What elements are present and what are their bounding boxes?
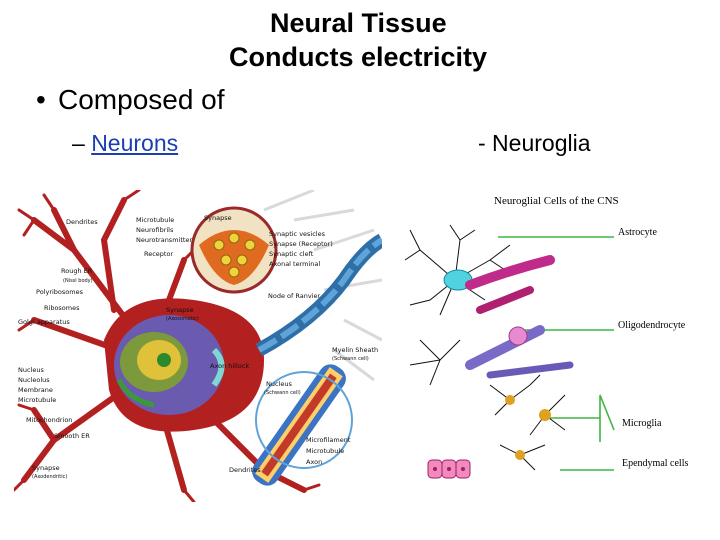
- glia-label-microglia: Microglia: [622, 418, 662, 429]
- label-dendrites: Dendrites: [66, 218, 98, 226]
- label-axon-hillock: Axon hillock: [210, 362, 249, 370]
- title-line-1: Neural Tissue: [270, 8, 447, 38]
- label-node-ranvier: Node of Ranvier: [268, 292, 320, 300]
- label-membrane: Membrane: [18, 386, 53, 394]
- label-neurotransmitter: Neurotransmitter: [136, 236, 192, 244]
- sub-item-dash: –: [72, 130, 85, 156]
- label-synapse-receptor: Synapse (Receptor): [269, 240, 333, 248]
- neuroglia-diagram: Neuroglial Cells of the CNS Astrocyte Ol…: [400, 190, 710, 500]
- label-schwann-small: (Schwann cell): [264, 390, 301, 396]
- label-axonal-terminal: Axonal terminal: [269, 260, 320, 268]
- label-synapse: Synapse: [204, 214, 232, 222]
- label-receptor: Receptor: [144, 250, 173, 258]
- label-synaptic-cleft: Synaptic cleft: [269, 250, 314, 258]
- label-axodendritic: (Axodendritic): [32, 474, 67, 480]
- neurons-link[interactable]: Neurons: [91, 130, 179, 156]
- label-synapse-axosomatic: Synapse: [166, 306, 194, 314]
- label-polyribosomes: Polyribosomes: [36, 288, 84, 296]
- label-microfilament: Microfilament: [306, 436, 351, 444]
- title-line-2: Conducts electricity: [229, 42, 488, 72]
- glia-label-oligodendrocyte: Oligodendrocyte: [618, 320, 686, 331]
- label-rough-er: Rough ER: [61, 267, 93, 275]
- label-synapse-axodendritic: Synapse: [32, 464, 60, 472]
- sub-item-neurons: – Neurons: [72, 130, 178, 157]
- label-dendrites-2: Dendrites: [229, 466, 261, 474]
- label-schwann-cell: (Schwann cell): [332, 356, 369, 362]
- glia-label-ependymal: Ependymal cells: [622, 458, 688, 469]
- label-smooth-er: Smooth ER: [54, 432, 90, 440]
- label-axon: Axon: [306, 458, 322, 466]
- glia-label-astrocyte: Astrocyte: [618, 227, 657, 238]
- label-mitochondrion: Mitochondrion: [26, 416, 72, 424]
- glia-heading: Neuroglial Cells of the CNS: [494, 195, 619, 207]
- bullet-text: Composed of: [58, 84, 225, 115]
- label-nissl-body: (Nissl body): [63, 278, 93, 284]
- label-axosomatic: (Axosomatic): [166, 316, 199, 322]
- bullet-composed-of: • Composed of: [36, 84, 225, 116]
- label-microtubule-2: Microtubule: [18, 396, 56, 404]
- label-microtubule: Microtubule: [136, 216, 174, 224]
- label-golgi: Golgi apparatus: [18, 318, 70, 326]
- label-myelin-sheath: Myelin Sheath: [332, 346, 378, 354]
- neuron-diagram: Dendrites Microtubule Neurofibrils Neuro…: [14, 190, 382, 502]
- sub-item-neuroglia: - Neuroglia: [478, 130, 591, 156]
- label-ribosomes: Ribosomes: [44, 304, 80, 312]
- label-nucleus-schwann: Nucleus: [266, 380, 292, 388]
- label-neurofibrils: Neurofibrils: [136, 226, 174, 234]
- label-synaptic-vesicles: Synaptic vesicles: [269, 230, 326, 238]
- label-nucleus: Nucleus: [18, 366, 44, 374]
- label-microtubule-3: Microtubule: [306, 447, 344, 455]
- label-nucleolus: Nucleolus: [18, 376, 50, 384]
- bullet-marker: •: [36, 84, 46, 115]
